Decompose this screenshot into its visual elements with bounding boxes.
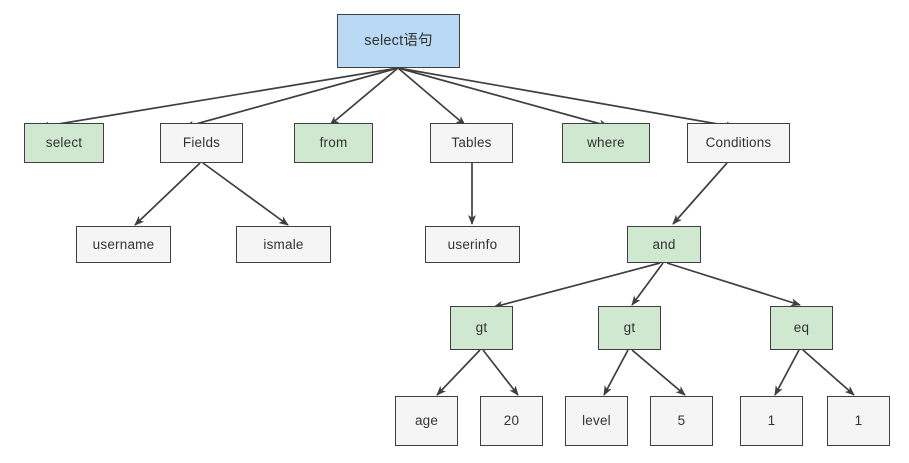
tree-node-and[interactable]: and — [627, 226, 701, 263]
tree-edge-and-to-gt1 — [493, 262, 661, 309]
tree-node-userinfo[interactable]: userinfo — [425, 226, 520, 263]
tree-node-label: 1 — [854, 413, 863, 429]
tree-node-tables[interactable]: Tables — [430, 123, 513, 163]
tree-edge-root-to-where — [397, 67, 609, 128]
tree-edge-and-to-eq — [666, 262, 801, 307]
tree-edge-conditions-to-and — [672, 162, 728, 225]
tree-node-label: 1 — [767, 413, 776, 429]
tree-node-label: gt — [623, 320, 636, 336]
tree-edge-and-to-gt2 — [631, 262, 664, 306]
tree-node-gt2[interactable]: gt — [598, 306, 661, 350]
tree-node-one_b[interactable]: 1 — [827, 396, 890, 446]
tree-node-label: ismale — [263, 236, 304, 252]
tree-edge-fields-to-ismale — [202, 162, 289, 226]
tree-node-label: 20 — [503, 413, 520, 429]
tree-node-label: from — [319, 135, 348, 151]
tree-node-ismale[interactable]: ismale — [236, 226, 331, 263]
tree-node-label: Tables — [451, 135, 492, 151]
tree-node-label: and — [652, 236, 676, 252]
tree-node-gt1[interactable]: gt — [450, 306, 513, 350]
tree-edge-root-to-select — [39, 67, 399, 130]
tree-edge-gt1-to-age — [436, 349, 481, 396]
tree-node-username[interactable]: username — [76, 226, 171, 263]
tree-node-root[interactable]: select语句 — [337, 14, 460, 68]
tree-edge-fields-to-username — [134, 162, 201, 226]
tree-node-fields[interactable]: Fields — [160, 123, 243, 163]
tree-edge-root-to-tables — [397, 67, 466, 126]
tree-node-label: Conditions — [705, 135, 772, 151]
tree-node-from[interactable]: from — [294, 123, 373, 163]
tree-node-label: age — [414, 413, 439, 429]
tree-edge-root-to-conditions — [397, 67, 736, 130]
tree-edge-gt2-to-level — [603, 349, 629, 396]
tree-node-five[interactable]: 5 — [650, 396, 713, 446]
tree-node-label: userinfo — [447, 236, 498, 252]
tree-edge-root-to-fields — [184, 67, 399, 129]
tree-node-label: level — [582, 413, 611, 429]
tree-node-eq[interactable]: eq — [770, 306, 833, 350]
tree-node-one_a[interactable]: 1 — [740, 396, 803, 446]
tree-node-twenty[interactable]: 20 — [480, 396, 543, 446]
tree-node-label: gt — [475, 320, 488, 336]
tree-node-label: 5 — [677, 413, 686, 429]
tree-node-label: where — [587, 135, 625, 151]
tree-edge-root-to-from — [329, 67, 399, 126]
tree-node-conditions[interactable]: Conditions — [687, 123, 790, 163]
tree-node-select[interactable]: select — [24, 123, 104, 163]
tree-node-where[interactable]: where — [562, 123, 650, 163]
tree-edge-gt1-to-twenty — [482, 349, 519, 396]
tree-node-label: select — [45, 135, 83, 151]
tree-node-label: select语句 — [364, 32, 433, 49]
tree-node-level[interactable]: level — [565, 396, 628, 446]
tree-edge-gt2-to-five — [631, 349, 686, 396]
tree-edge-eq-to-one_b — [802, 349, 855, 396]
tree-node-label: eq — [793, 320, 810, 336]
tree-edge-eq-to-one_a — [774, 349, 800, 396]
tree-node-age[interactable]: age — [395, 396, 458, 446]
tree-node-label: username — [92, 236, 155, 252]
tree-node-label: Fields — [182, 135, 221, 151]
